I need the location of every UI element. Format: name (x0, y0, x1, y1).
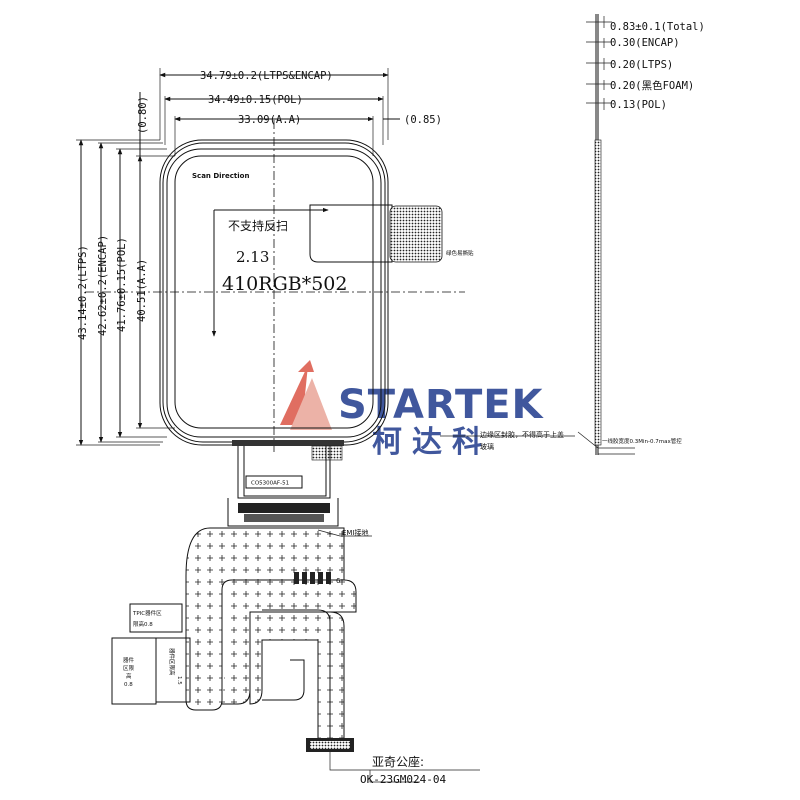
height-aa-label: 40.51(A.A) (136, 259, 148, 322)
stack-pol-label: 0.13(POL) (610, 99, 667, 111)
driver-ic (245, 475, 303, 489)
width-aa-label: 33.09(A.A) (238, 114, 301, 126)
stack-total-label: 0.83±0.1(Total) (610, 21, 705, 33)
test-pads: 6 (294, 572, 341, 585)
glue-width-note: 一线胶宽度0.3Min-0.7max管控 (602, 437, 682, 445)
offset-top-label: (0.80) (137, 96, 149, 134)
part-number: OK-23GM024-04 (360, 773, 446, 786)
width-total-label: 34.79±0.2(LTPS&ENCAP) (200, 70, 333, 82)
connector-label: 亚奇公座: (372, 754, 424, 769)
tpic-area-label: TPIC器件区 (132, 609, 162, 617)
green-tape-outline (309, 204, 393, 263)
height-dimensions: 43.14±0.2(LTPS) 42.62±0.2(ENCAP) 41.76±0… (76, 92, 175, 446)
test-pad-count: 6 (336, 577, 341, 585)
green-tape-label: 绿色易撕贴 (446, 249, 474, 257)
height-pol-label: 41.76±0.15(POL) (116, 237, 128, 332)
brand-name: STARTEK (338, 382, 545, 428)
component-area: 器件 区限 高 0.8 器件区限高 1.5 (111, 637, 191, 705)
tpic-area: TPIC器件区 限高0.8 (129, 603, 183, 633)
stack-encap-label: 0.30(ENCAP) (610, 37, 680, 49)
stack-foam-label: 0.20(黑色FOAM) (610, 79, 694, 92)
width-dimensions: 34.79±0.2(LTPS&ENCAP) 34.49±0.15(POL) 33… (159, 68, 442, 156)
stack-ltps-label: 0.20(LTPS) (610, 59, 673, 71)
startek-logo-icon (280, 360, 332, 430)
component-area-label-2: 区限 (123, 664, 135, 672)
tpic-height-label: 限高0.8 (133, 620, 153, 628)
component-area-b-height: 1.5 (176, 676, 182, 685)
display-resolution: 410RGB*502 (222, 273, 347, 295)
height-ltps-label: 43.14±0.2(LTPS) (77, 245, 89, 340)
startek-watermark: STARTEK 柯达科 (280, 360, 545, 460)
scan-direction-label: Scan Direction (192, 172, 249, 180)
component-area-label-3: 高 (126, 672, 132, 680)
emi-ground-label: EMI接地 (342, 528, 369, 537)
side-view: 0.83±0.1(Total) 0.30(ENCAP) 0.20(LTPS) 0… (577, 14, 705, 455)
offset-right-label: (0.85) (404, 114, 442, 126)
bonding-strip (232, 440, 344, 446)
component-area-label-4: 0.8 (124, 682, 133, 688)
driver-ic-label: CO5300AF-51 (251, 481, 289, 487)
fpc-assembly: CO5300AF-51 6 EMI接地 亚奇公座: OK-23GM024-04 (185, 440, 480, 786)
no-reverse-scan-label: 不支持反扫 (228, 218, 288, 233)
height-encap-label: 42.62±0.2(ENCAP) (97, 235, 109, 336)
component-area-b-label: 器件区限高 (168, 648, 176, 676)
green-tape-tab (389, 205, 443, 263)
edge-seal-note: 边缘区封胶，不得高于上盖 (480, 430, 564, 439)
edge-seal-note-line2: 玻璃 (480, 442, 494, 451)
component-area-label-1: 器件 (123, 656, 135, 664)
panel-outline (85, 120, 465, 455)
brand-name-cn: 柯达科 (372, 425, 492, 460)
display-size: 2.13 (236, 248, 269, 266)
width-pol-label: 34.49±0.15(POL) (208, 94, 303, 106)
